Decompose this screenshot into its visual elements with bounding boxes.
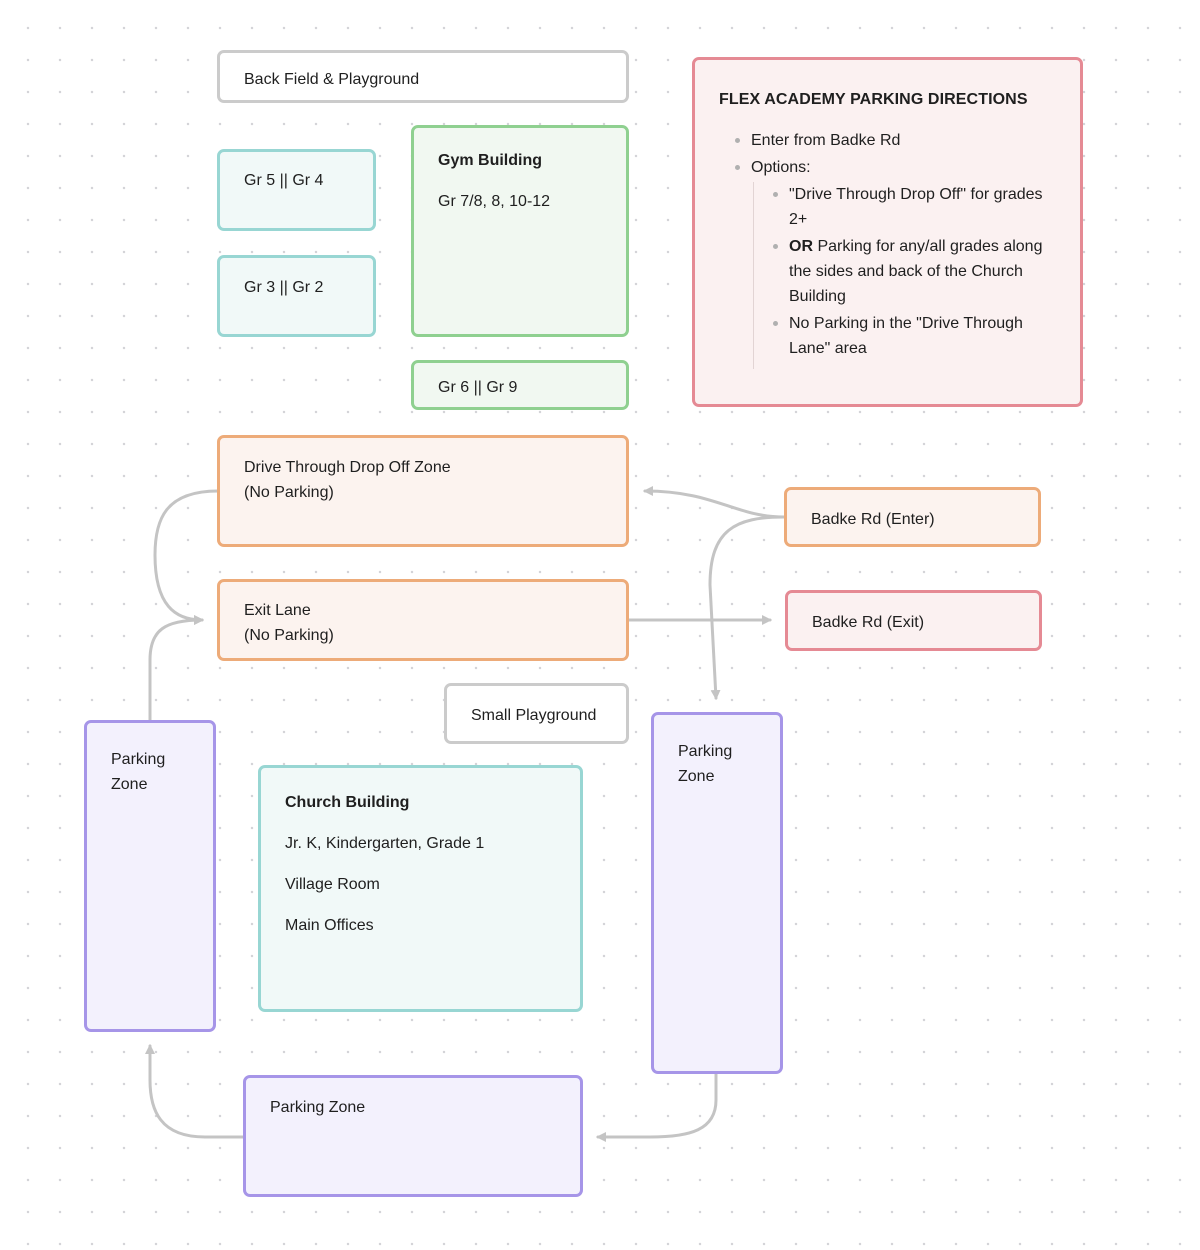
directions-item-options: Options: "Drive Through Drop Off" for gr… — [735, 155, 1056, 369]
church-building-main-offices: Main Offices — [285, 917, 374, 934]
drop-off-zone-node[interactable]: Drive Through Drop Off Zone (No Parking) — [217, 435, 629, 547]
directions-subitem-no-parking: No Parking in the "Drive Through Lane" a… — [773, 311, 1052, 361]
badke-rd-exit-label: Badke Rd (Exit) — [812, 614, 925, 631]
small-playground-label: Small Playground — [471, 707, 597, 724]
directions-item-options-text: Options: — [751, 159, 811, 176]
directions-subitem-drop-off-text: "Drive Through Drop Off" for grades 2+ — [789, 186, 1043, 228]
gr3-gr2-label: Gr 3 || Gr 2 — [244, 279, 324, 296]
gr6-gr9-node[interactable]: Gr 6 || Gr 9 — [411, 360, 629, 410]
exit-lane-label: Exit Lane (No Parking) — [244, 602, 334, 644]
directions-subitem-drop-off: "Drive Through Drop Off" for grades 2+ — [773, 182, 1052, 232]
church-building-village-room: Village Room — [285, 876, 380, 893]
connector-enter-to-dropoff — [643, 486, 786, 519]
connector-dropoff-to-exit — [153, 489, 220, 625]
church-building-grades: Jr. K, Kindergarten, Grade 1 — [285, 835, 485, 852]
bullet-dot — [773, 192, 778, 197]
parking-zone-bottom-node[interactable]: Parking Zone — [243, 1075, 583, 1197]
directions-subitem-parking-or: OR — [789, 238, 813, 255]
gym-building-title: Gym Building — [438, 152, 542, 169]
directions-subitem-parking-text: Parking for any/all grades along the sid… — [789, 238, 1043, 305]
parking-zone-left-node[interactable]: Parking Zone — [84, 720, 216, 1032]
directions-subitem-parking: OR Parking for any/all grades along the … — [773, 234, 1052, 309]
parking-zone-bottom-label: Parking Zone — [270, 1099, 366, 1116]
parking-zone-right-label: Parking Zone — [678, 743, 733, 785]
exit-lane-node[interactable]: Exit Lane (No Parking) — [217, 579, 629, 661]
bullet-dot — [735, 138, 740, 143]
directions-title: FLEX ACADEMY PARKING DIRECTIONS — [719, 91, 1028, 108]
parking-directions-card[interactable]: FLEX ACADEMY PARKING DIRECTIONS Enter fr… — [692, 57, 1083, 407]
gr3-gr2-node[interactable]: Gr 3 || Gr 2 — [217, 255, 376, 337]
directions-sublist: "Drive Through Drop Off" for grades 2+ O… — [753, 182, 1056, 369]
directions-subitem-no-parking-text: No Parking in the "Drive Through Lane" a… — [789, 315, 1023, 357]
parking-zone-right-node[interactable]: Parking Zone — [651, 712, 783, 1074]
badke-rd-enter-label: Badke Rd (Enter) — [811, 511, 935, 528]
drop-off-zone-label: Drive Through Drop Off Zone (No Parking) — [244, 459, 451, 501]
connector-enter-to-parking-right — [708, 515, 786, 700]
church-building-title: Church Building — [285, 794, 410, 811]
connector-parking-left-to-exit — [148, 615, 204, 723]
bullet-dot — [773, 321, 778, 326]
gr5-gr4-node[interactable]: Gr 5 || Gr 4 — [217, 149, 376, 231]
gr6-gr9-label: Gr 6 || Gr 9 — [438, 379, 518, 396]
church-building-node[interactable]: Church Building Jr. K, Kindergarten, Gra… — [258, 765, 583, 1012]
gr5-gr4-label: Gr 5 || Gr 4 — [244, 172, 324, 189]
back-field-node[interactable]: Back Field & Playground — [217, 50, 629, 103]
directions-item-enter: Enter from Badke Rd — [735, 128, 1056, 153]
back-field-label: Back Field & Playground — [244, 71, 420, 88]
connector-parking-bottom-to-left — [145, 1044, 245, 1139]
gym-building-node[interactable]: Gym Building Gr 7/8, 8, 10-12 — [411, 125, 629, 337]
bullet-dot — [773, 244, 778, 249]
bullet-dot — [735, 165, 740, 170]
gym-building-grades: Gr 7/8, 8, 10-12 — [438, 193, 551, 210]
directions-item-enter-text: Enter from Badke Rd — [751, 132, 901, 149]
small-playground-node[interactable]: Small Playground — [444, 683, 629, 744]
parking-zone-left-label: Parking Zone — [111, 751, 166, 793]
directions-list: Enter from Badke Rd Options: "Drive Thro… — [719, 128, 1056, 369]
badke-rd-enter-node[interactable]: Badke Rd (Enter) — [784, 487, 1041, 547]
badke-rd-exit-node[interactable]: Badke Rd (Exit) — [785, 590, 1042, 651]
connector-parking-right-to-bottom — [596, 1071, 718, 1142]
